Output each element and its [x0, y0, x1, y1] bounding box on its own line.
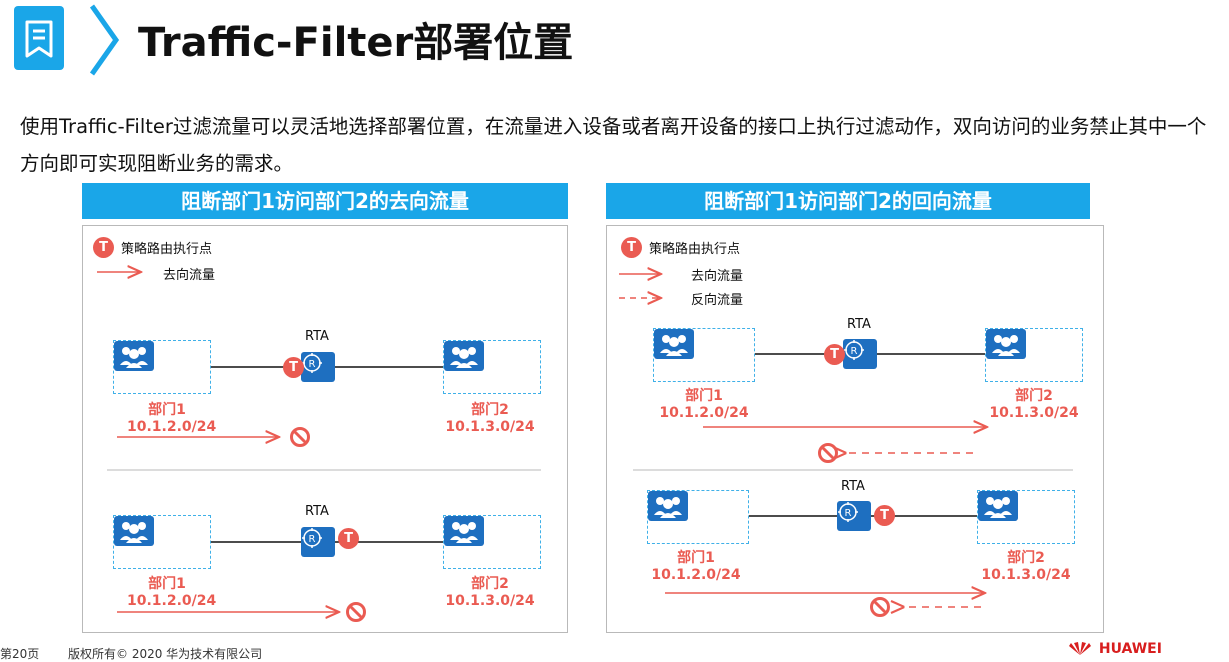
legend-policy-point: 策略路由执行点 — [121, 242, 213, 257]
dept1-users-group-icon — [647, 490, 749, 544]
document-icon — [14, 6, 64, 70]
huawei-logo-icon: HUAWEI — [1066, 641, 1162, 657]
policy-point-badge: T — [621, 237, 642, 258]
router-label: RTA — [841, 479, 865, 494]
chevron-right-icon — [89, 4, 120, 76]
router-icon: R — [301, 527, 335, 557]
dept1-users-group-icon — [653, 328, 755, 382]
router-label: RTA — [305, 504, 329, 519]
blocked-icon — [346, 602, 366, 622]
policy-point-badge: T — [93, 237, 114, 258]
intro-paragraph: 使用Traffic-Filter过滤流量可以灵活地选择部署位置，在流量进入设备或… — [20, 115, 1207, 175]
svg-text:R: R — [309, 534, 316, 545]
copyright: 版权所有© 2020 华为技术有限公司 — [68, 647, 263, 661]
svg-text:R: R — [851, 346, 858, 357]
dept2-users-group-icon — [443, 515, 541, 569]
left-panel-title: 阻断部门1访问部门2的去向流量 — [82, 183, 568, 219]
router-icon: R — [301, 352, 335, 382]
router-icon: R — [843, 339, 877, 369]
dept2-users-group-icon — [985, 328, 1083, 382]
svg-text:R: R — [845, 508, 852, 519]
dept1-users-group-icon — [113, 340, 211, 394]
blocked-icon — [290, 427, 310, 447]
legend-reverse-flow: 反向流量 — [691, 293, 744, 308]
legend-policy-point: 策略路由执行点 — [649, 242, 741, 257]
policy-point-badge: T — [874, 505, 895, 526]
legend-forward-flow: 去向流量 — [163, 268, 216, 283]
router-icon: R — [837, 501, 871, 531]
router-label: RTA — [305, 329, 329, 344]
router-label: RTA — [847, 317, 871, 332]
dept2-users-group-icon — [443, 340, 541, 394]
right-panel-title: 阻断部门1访问部门2的回向流量 — [606, 183, 1090, 219]
svg-text:R: R — [309, 359, 316, 370]
blocked-icon — [818, 443, 838, 463]
policy-point-badge: T — [824, 344, 845, 365]
policy-point-badge: T — [283, 357, 304, 378]
dept1-users-group-icon — [113, 515, 211, 569]
page-number: 第20页 — [0, 647, 40, 661]
legend-forward-flow: 去向流量 — [691, 269, 744, 284]
dept2-users-group-icon — [977, 490, 1075, 544]
page-title: Traffic-Filter部署位置 — [138, 20, 574, 66]
policy-point-badge: T — [338, 528, 359, 549]
blocked-icon — [870, 597, 890, 617]
